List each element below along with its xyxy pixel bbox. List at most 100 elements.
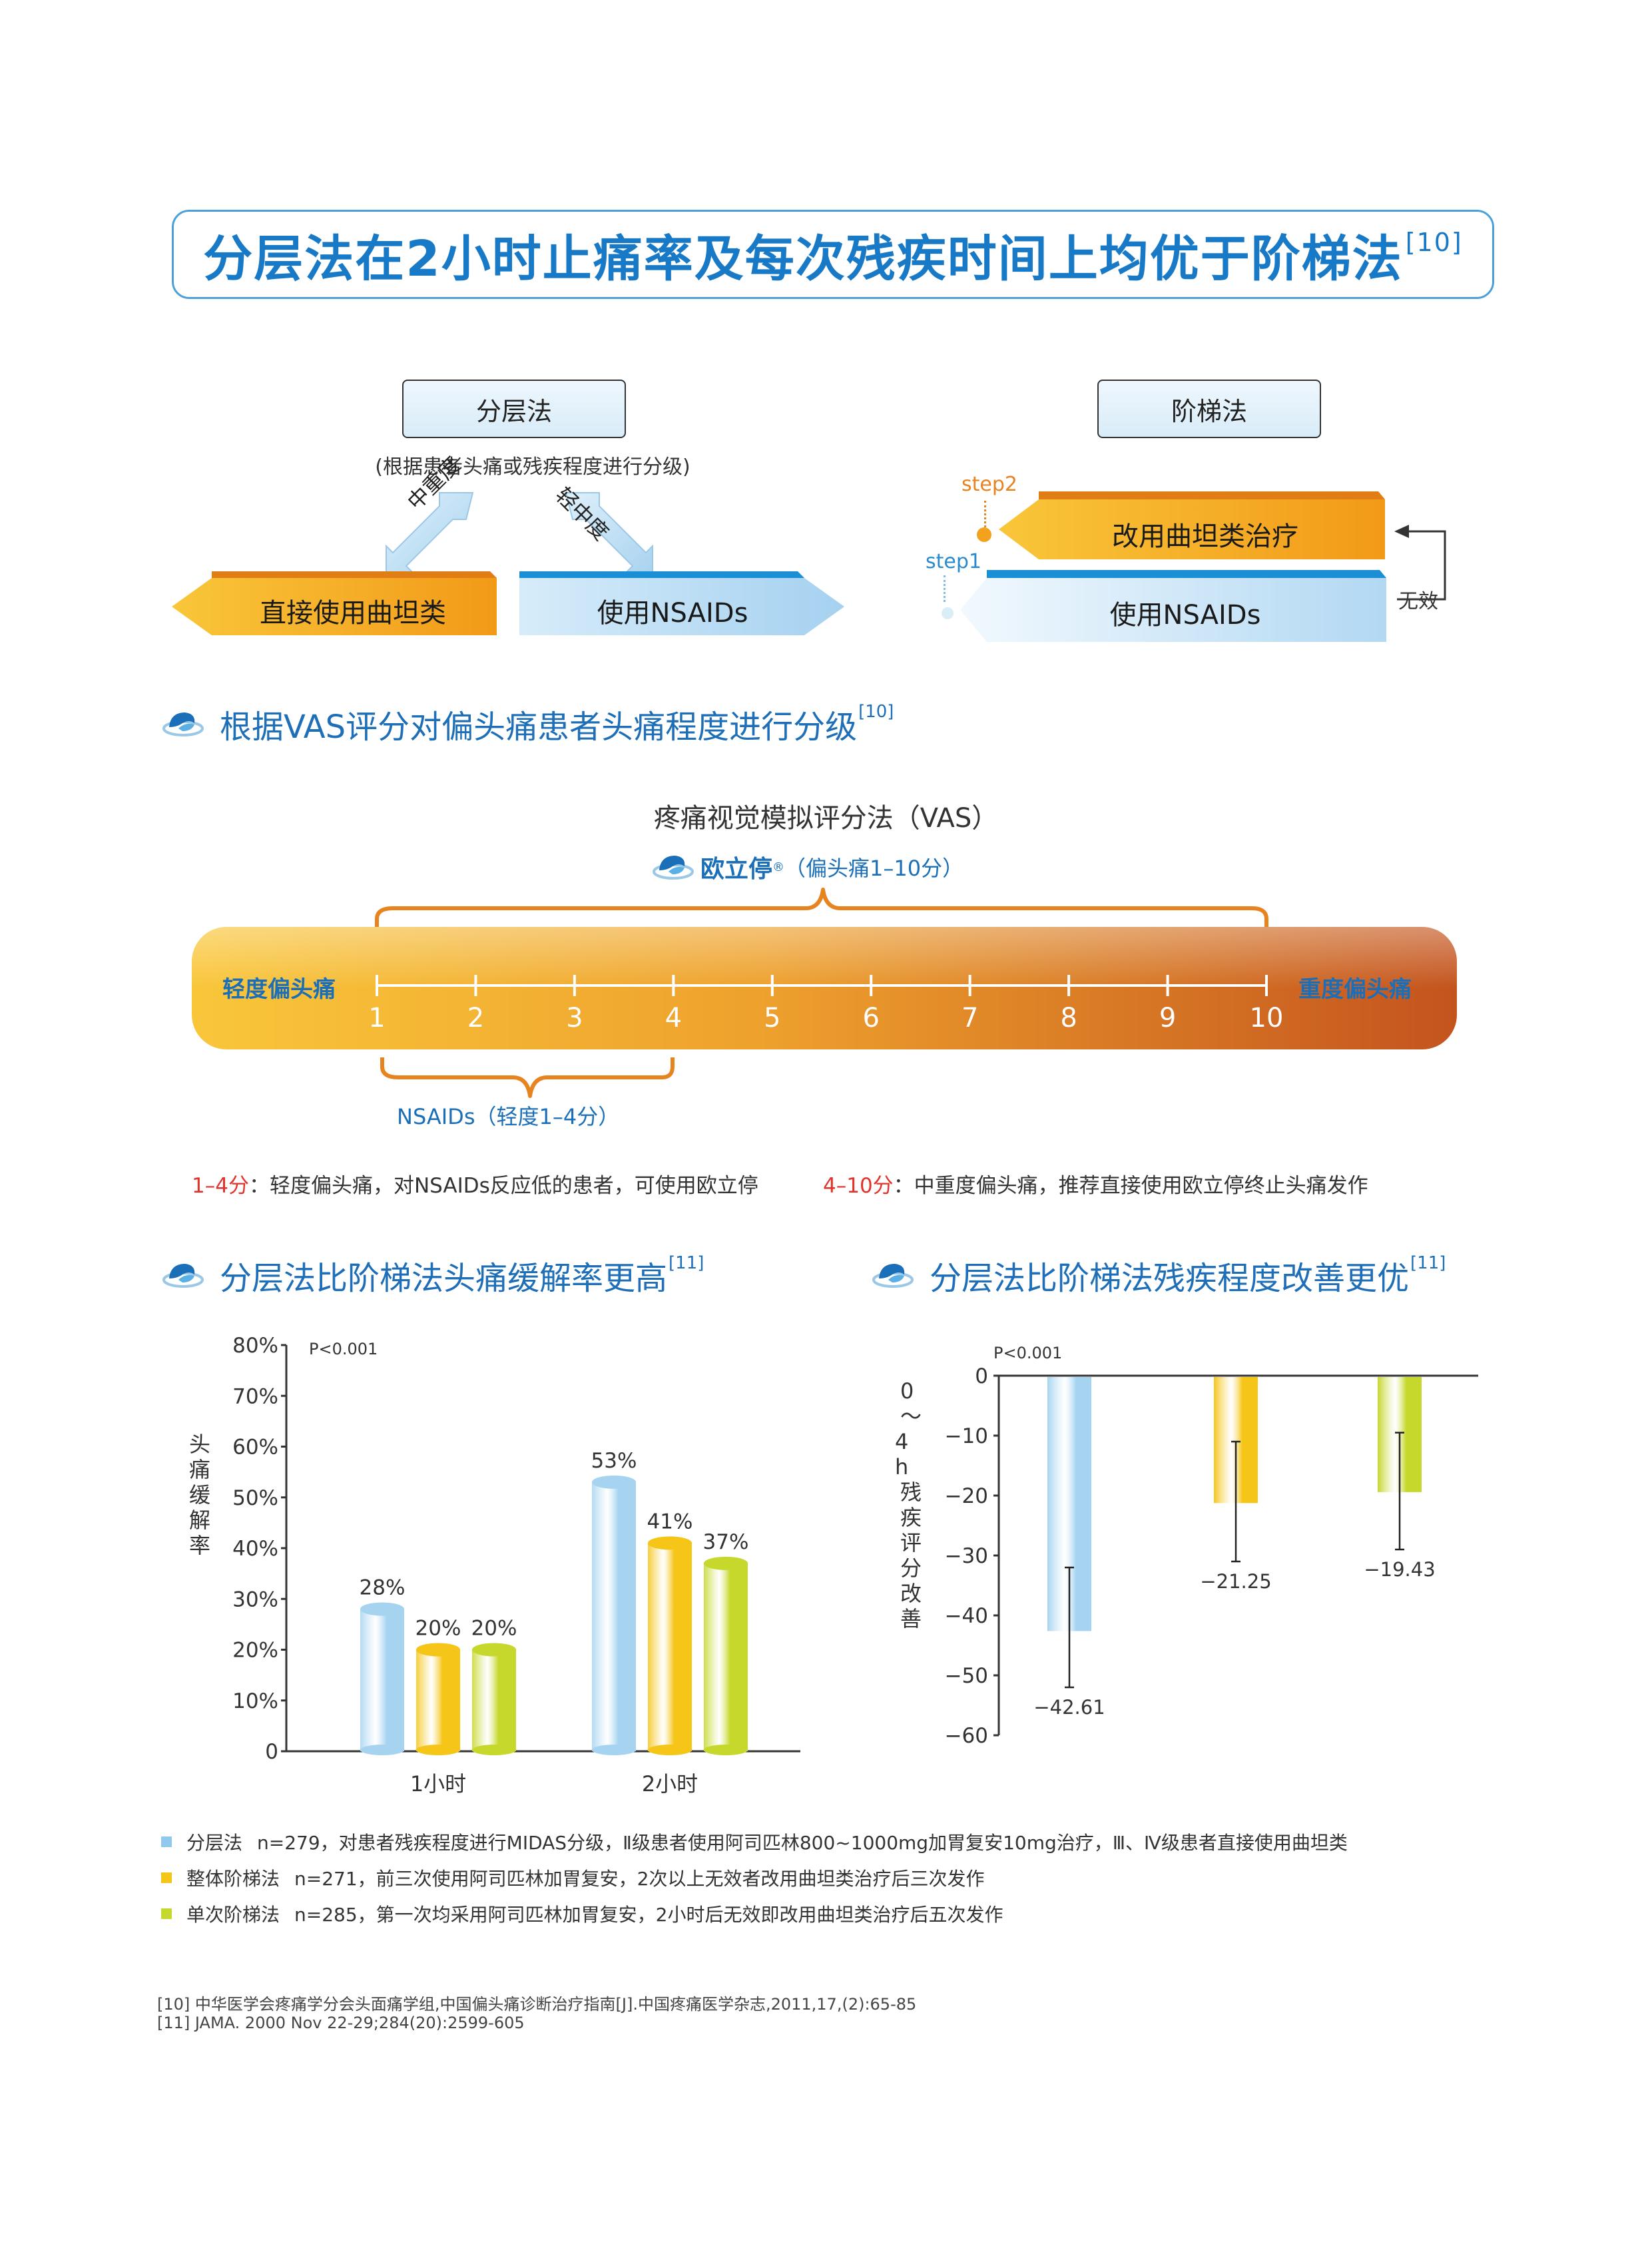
chart2-heading: 分层法比阶梯法残疾程度改善更优[11] [872,1252,1446,1298]
brand-logo-icon [872,1264,914,1288]
stepwise-nsaids-arrow-shape [960,570,1386,642]
chart1-x-label: 1小时 [410,1771,466,1797]
stratified-subtitle: (根据患者头痛或残疾程度进行分级) [375,455,690,479]
chart1-data-label: 41% [647,1510,693,1534]
step1-label: step1 [926,550,981,573]
chart1-heading: 分层法比阶梯法头痛缓解率更高[11] [162,1252,704,1298]
legend-item: 整体阶梯法 n=271，前三次使用阿司匹林加胃复安，2次以上无效者改用曲坦类治疗后… [161,1864,1348,1891]
chart1-y-tick-label: 50% [232,1486,278,1510]
legend-swatch [161,1908,172,1919]
brand-mark: ® [772,860,785,874]
chart1-y-tick-label: 30% [232,1587,278,1611]
vas-section-title: 根据VAS评分对偏头痛患者头痛程度进行分级 [220,708,858,746]
chart2-data-label: −19.43 [1364,1558,1435,1581]
chart1-bar [648,1536,692,1755]
chart1-y-tick-label: 40% [232,1537,278,1561]
stepwise-method-label: 阶梯法 [1171,396,1247,426]
legend-desc: n=285，第一次均采用阿司匹林加胃复安，2小时后无效即改用曲坦类治疗后五次发作 [294,1904,1003,1926]
switch-triptan-arrow-shape [999,491,1385,559]
legend-item: 单次阶梯法 n=285，第一次均采用阿司匹林加胃复安，2小时后无效即改用曲坦类治疗… [161,1900,1348,1927]
chart1-data-label: 53% [591,1449,637,1473]
vas-note-right-text: ：中重度偏头痛，推荐直接使用欧立停终止头痛发作 [893,1174,1368,1198]
title-banner: 分层法在2小时止痛率及每次残疾时间上均优于阶梯法[10] [172,210,1494,299]
vas-section-ref: [10] [858,702,894,722]
legend-name: 分层法 [186,1832,243,1854]
direct-triptan-arrow: 直接使用曲坦类 [260,598,446,629]
feedback-loop-arrow [1394,525,1446,601]
chart1-y-tick-label: 60% [232,1436,278,1460]
legend-name: 单次阶梯法 [186,1904,280,1926]
vas-tick-label: 10 [1250,1003,1284,1033]
chart2-y-tick-label: −60 [945,1724,988,1748]
legend-swatch [161,1872,172,1883]
vas-tick-label: 2 [467,1003,484,1033]
chart-legend: 分层法 n=279，对患者残疾程度进行MIDAS分级，Ⅱ级患者使用阿司匹林800~… [161,1828,1348,1936]
step2-connector [984,501,986,527]
chart1-data-label: 20% [415,1617,461,1641]
step1-connector [944,575,946,602]
stratified-method-label: 分层法 [475,396,552,426]
chart2-title: 分层法比阶梯法残疾程度改善更优 [930,1260,1410,1297]
brand-logo-icon [162,712,204,736]
chart2-y-tick-label: −40 [945,1604,988,1628]
chart1-ref: [11] [669,1253,704,1273]
page-title-text: 分层法在2小时止痛率及每次残疾时间上均优于阶梯法 [203,230,1403,288]
vas-tick-label: 6 [862,1003,879,1033]
page-title-ref: [10] [1405,228,1463,257]
vas-note-left-text: ：轻度偏头痛，对NSAIDs反应低的患者，可使用欧立停 [248,1174,758,1198]
chart1-bar [472,1643,516,1755]
vas-note-right-range: 4–10分 [823,1174,894,1198]
chart1-p-value: P<0.001 [309,1340,378,1358]
step2-label: step2 [962,473,1017,496]
invalid-label: 无效 [1398,590,1438,613]
chart2-y-tick-label: −50 [945,1664,988,1688]
vas-tick-label: 1 [368,1003,385,1033]
chart2-error-bar [1395,1432,1404,1551]
chart2-y-tick-label: −10 [945,1424,988,1448]
chart1-title: 分层法比阶梯法头痛缓解率更高 [220,1260,668,1297]
vas-tick-label: 4 [665,1003,682,1033]
chart2-p-value: P<0.001 [993,1344,1062,1362]
chart2-error-bar [1231,1440,1240,1563]
reference-11: [11] JAMA. 2000 Nov 22-29;284(20):2599-6… [157,2014,525,2032]
vas-note-right: 4–10分：中重度偏头痛，推荐直接使用欧立停终止头痛发作 [823,1169,1368,1199]
vas-tick-label: 9 [1159,1003,1176,1033]
chart1-ylabel: 头痛缓解率 [189,1432,210,1558]
nsaids-range-brace [380,1057,675,1098]
chart1-y-tick-label: 10% [232,1689,278,1713]
vas-scale-title: 疼痛视觉模拟评分法（VAS） [653,803,999,834]
chart1-bar [416,1643,460,1755]
chart1-bar [592,1475,636,1755]
vas-note-left-range: 1–4分 [192,1174,249,1198]
reference-10: [10] 中华医学会疼痛学分会头面痛学组,中国偏头痛诊断治疗指南[J].中国疼痛… [157,1995,917,2014]
vas-tick-label: 3 [566,1003,583,1033]
chart1-data-label: 37% [703,1530,749,1554]
step2-dot [977,527,991,542]
legend-desc: n=279，对患者残疾程度进行MIDAS分级，Ⅱ级患者使用阿司匹林800~100… [257,1832,1348,1854]
brand-range-brace [375,888,1268,927]
direct-triptan-arrow-shape [172,571,497,635]
use-nsaids-arrow-shape [519,571,844,635]
vas-tick-label: 8 [1060,1003,1077,1033]
chart1-y-tick-label: 80% [232,1334,278,1358]
stepwise-method-box: 阶梯法 [1097,380,1321,438]
chart1-y-tick-label: 20% [232,1639,278,1663]
step1-dot [942,607,954,619]
brand-name: 欧立停 [700,856,773,883]
legend-name: 整体阶梯法 [186,1868,280,1890]
switch-triptan-arrow: 改用曲坦类治疗 [1112,521,1298,552]
vas-mild-label: 轻度偏头痛 [222,976,336,1003]
nsaids-range-label: NSAIDs（轻度1–4分） [397,1104,620,1129]
stratified-method-box: 分层法 [402,380,626,438]
chart2-ref: [11] [1410,1253,1446,1273]
brand-range-label: 欧立停® （偏头痛1–10分） [653,850,964,884]
stepwise-nsaids-arrow: 使用NSAIDs [1109,600,1261,631]
legend-desc: n=271，前三次使用阿司匹林加胃复安，2次以上无效者改用曲坦类治疗后三次发作 [294,1868,985,1890]
legend-swatch [161,1836,172,1847]
legend-item: 分层法 n=279，对患者残疾程度进行MIDAS分级，Ⅱ级患者使用阿司匹林800~… [161,1828,1348,1855]
use-nsaids-arrow: 使用NSAIDs [597,598,748,629]
chart1-y-tick-label: 0 [265,1740,278,1764]
brand-range: （偏头痛1–10分） [784,856,964,881]
